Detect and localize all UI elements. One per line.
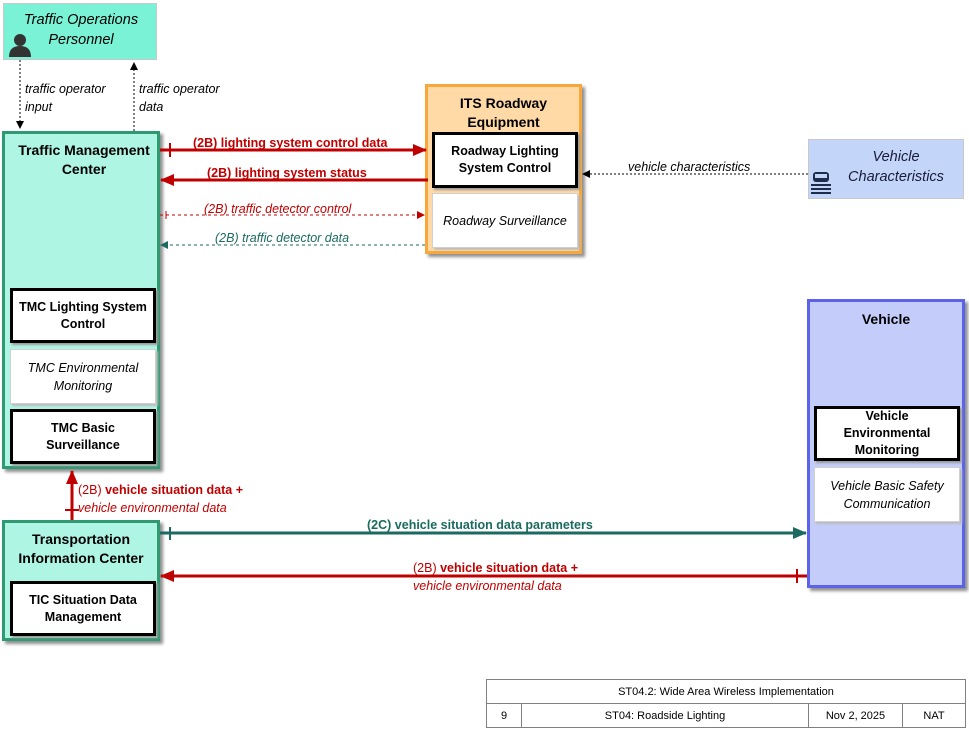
terminator-label: Characteristics	[848, 169, 944, 185]
flow-tag: (2B)	[413, 561, 437, 575]
footer-name: ST04: Roadside Lighting	[521, 703, 809, 728]
flow-tag: (2B)	[215, 231, 239, 245]
object-label: TMC Basic	[51, 420, 115, 435]
object-label: Monitoring	[854, 443, 920, 457]
flow-name: lighting system status	[234, 166, 367, 180]
object-label: Environmental	[843, 426, 931, 440]
flow-label-detector-control: (2B) traffic detector control	[204, 202, 351, 216]
flow-tag: (2C)	[367, 518, 392, 532]
terminator-vehicle-characteristics[interactable]: Vehicle Characteristics	[808, 139, 964, 199]
flow-name: vehicle situation data parameters	[394, 518, 593, 532]
terminator-label: Vehicle	[872, 149, 920, 165]
flow-tag: (2B)	[207, 166, 232, 180]
footer-title-block: ST04.2: Wide Area Wireless Implementatio…	[486, 679, 966, 728]
object-label: TMC Lighting System	[19, 299, 147, 314]
flow-name: traffic detector control	[231, 202, 352, 216]
terminator-label: Traffic Operations	[23, 12, 139, 28]
flow-name: vehicle environmental data	[413, 579, 562, 593]
entity-title: Transportation	[31, 531, 130, 547]
footer-page: 9	[486, 703, 522, 728]
entity-title: Equipment	[467, 114, 540, 130]
flow-label-text: data	[139, 100, 164, 114]
footer-date: Nov 2, 2025	[808, 703, 903, 728]
vehicle-road-icon	[811, 172, 831, 194]
terminator-traffic-operations-personnel[interactable]: Traffic Operations Personnel	[3, 3, 157, 60]
flow-tag: (2B)	[78, 483, 102, 497]
entity-title: ITS Roadway	[459, 95, 548, 111]
flow-name: traffic detector data	[242, 231, 350, 245]
object-label: System Control	[458, 161, 552, 175]
footer-org: NAT	[902, 703, 966, 728]
object-label: TMC Environmental	[27, 360, 139, 375]
object-label: Communication	[843, 496, 931, 511]
flow-label-situation-veh-tic: (2B) vehicle situation data + vehicle en…	[413, 559, 578, 595]
entity-title: Center	[61, 161, 107, 177]
flow-label-situation-tic-tmc: (2B) vehicle situation data + vehicle en…	[78, 481, 243, 517]
flow-label-text: traffic operator	[25, 82, 106, 96]
object-label: TIC Situation Data	[29, 592, 137, 607]
terminator-label: Personnel	[48, 32, 114, 48]
flow-label-operator-data: traffic operator data	[139, 80, 220, 116]
flow-label-operator-input: traffic operator input	[25, 80, 106, 116]
object-label: Vehicle Basic Safety	[830, 478, 944, 493]
entity-transportation-information-center[interactable]: Transportation Information Center TIC Si…	[2, 520, 160, 641]
entity-traffic-management-center[interactable]: Traffic Management Center TMC Lighting S…	[2, 131, 160, 469]
object-label: Control	[60, 316, 106, 331]
flow-name: vehicle situation data +	[105, 483, 243, 497]
flow-tag: (2B)	[204, 202, 228, 216]
person-icon	[9, 34, 31, 57]
flow-name: vehicle situation data +	[440, 561, 578, 575]
object-roadway-surveillance[interactable]: Roadway Surveillance	[432, 193, 578, 248]
flow-label-detector-data: (2B) traffic detector data	[215, 231, 349, 245]
footer-title: ST04.2: Wide Area Wireless Implementatio…	[486, 679, 966, 704]
flow-label-vehicle-characteristics: vehicle characteristics	[628, 160, 751, 174]
entity-title: Vehicle	[861, 311, 911, 327]
entity-title: Information Center	[18, 550, 144, 566]
flow-label-text: input	[25, 100, 53, 114]
flow-name: lighting system control data	[220, 136, 388, 150]
flow-name: vehicle environmental data	[78, 501, 227, 515]
object-label: Surveillance	[46, 437, 120, 452]
object-label: Roadway Lighting	[451, 144, 559, 158]
flow-label-situation-params: (2C) vehicle situation data parameters	[367, 518, 593, 532]
object-label: Roadway Surveillance	[443, 213, 567, 228]
object-label: Vehicle	[865, 409, 909, 423]
flow-label-lighting-status: (2B) lighting system status	[207, 166, 367, 180]
object-label: Management	[44, 609, 122, 624]
flow-tag: (2B)	[193, 136, 218, 150]
object-label: Monitoring	[53, 378, 113, 393]
flow-label-lighting-control: (2B) lighting system control data	[193, 136, 387, 150]
entity-title: Traffic Management	[18, 142, 150, 158]
flow-label-text: traffic operator	[139, 82, 220, 96]
